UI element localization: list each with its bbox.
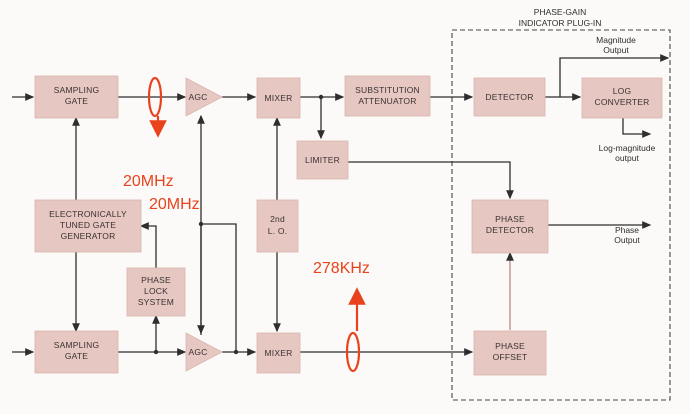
block-label: PHASE: [141, 275, 171, 285]
block-label: MIXER: [265, 348, 293, 358]
block-label: MIXER: [265, 93, 293, 103]
block-label: CONVERTER: [594, 97, 649, 107]
block-label: LOG: [613, 86, 632, 96]
magnitude-output-label: Output: [603, 45, 629, 55]
block-label: DETECTOR: [486, 225, 534, 235]
block-label: SAMPLING: [54, 340, 100, 350]
probe-ellipse-bottom: [345, 331, 361, 373]
plugin-title-line1: PHASE-GAIN: [534, 7, 586, 17]
block-label: ELECTRONICALLY: [49, 209, 127, 219]
junction-dot: [233, 349, 239, 355]
block-label: ATTENUATOR: [358, 96, 416, 106]
block-label: DETECTOR: [485, 92, 533, 102]
block-label: AGC: [188, 92, 207, 102]
block-label: AGC: [188, 347, 207, 357]
magnitude-output-label: Magnitude: [596, 35, 636, 45]
log-converter: LOG CONVERTER: [581, 77, 663, 119]
block-label: 2nd: [270, 214, 285, 224]
block-label: LIMITER: [305, 155, 340, 165]
substitution-attenuator: SUBSTITUTION ATTENUATOR: [344, 75, 431, 117]
block-label: PHASE: [495, 341, 525, 351]
log-magnitude-output-label: Log-magnitude: [599, 143, 656, 153]
junction-dot: [198, 221, 204, 227]
mixer-top: MIXER: [256, 77, 301, 119]
sampling-gate-top: SAMPLING GATE: [34, 75, 119, 119]
phase-output-label: Output: [614, 235, 640, 245]
block-label: L. O.: [268, 226, 287, 236]
wire-magnitude-output: [559, 54, 670, 97]
block-label: SYSTEM: [138, 297, 174, 307]
limiter: LIMITER: [296, 140, 349, 180]
wire-agc-detector-loop: [201, 223, 237, 352]
block-label: GATE: [65, 351, 88, 361]
phase-lock-system: PHASE LOCK SYSTEM: [126, 267, 186, 317]
agc-top: AGC: [185, 77, 223, 117]
probe-ellipse-top: [147, 76, 163, 118]
block-label: GENERATOR: [61, 231, 116, 241]
phase-output-label: Phase: [615, 225, 639, 235]
freq-label-1: 20MHz: [123, 173, 174, 190]
block-label: SUBSTITUTION: [355, 85, 420, 95]
block-label: LOCK: [144, 286, 168, 296]
phase-detector: PHASE DETECTOR: [471, 199, 549, 254]
block-label: TUNED GATE: [60, 220, 116, 230]
junction-dot: [318, 94, 324, 100]
tuned-gate-generator: ELECTRONICALLY TUNED GATE GENERATOR: [34, 199, 142, 253]
freq-label-3: 278KHz: [313, 260, 370, 277]
block-label: GATE: [65, 96, 88, 106]
block-label: PHASE: [495, 214, 525, 224]
wire-limiter-phase-detector: [348, 161, 514, 200]
agc-bottom: AGC: [185, 332, 223, 372]
detector: DETECTOR: [473, 77, 546, 117]
mixer-bottom: MIXER: [256, 332, 301, 374]
wire-pll-generator: [139, 222, 157, 268]
sampling-gate-bottom: SAMPLING GATE: [34, 330, 119, 374]
freq-label-2: 20MHz: [149, 196, 200, 213]
junction-dot: [153, 349, 159, 355]
plugin-frame: [451, 29, 671, 401]
log-magnitude-output-label: output: [615, 153, 639, 163]
wire-log-magnitude-output: [622, 118, 652, 138]
phase-offset: PHASE OFFSET: [473, 330, 547, 376]
block-label: OFFSET: [493, 352, 528, 362]
block-label: SAMPLING: [54, 85, 100, 95]
second-lo: 2nd L. O.: [256, 199, 299, 253]
plugin-title-line2: INDICATOR PLUG-IN: [519, 18, 602, 28]
